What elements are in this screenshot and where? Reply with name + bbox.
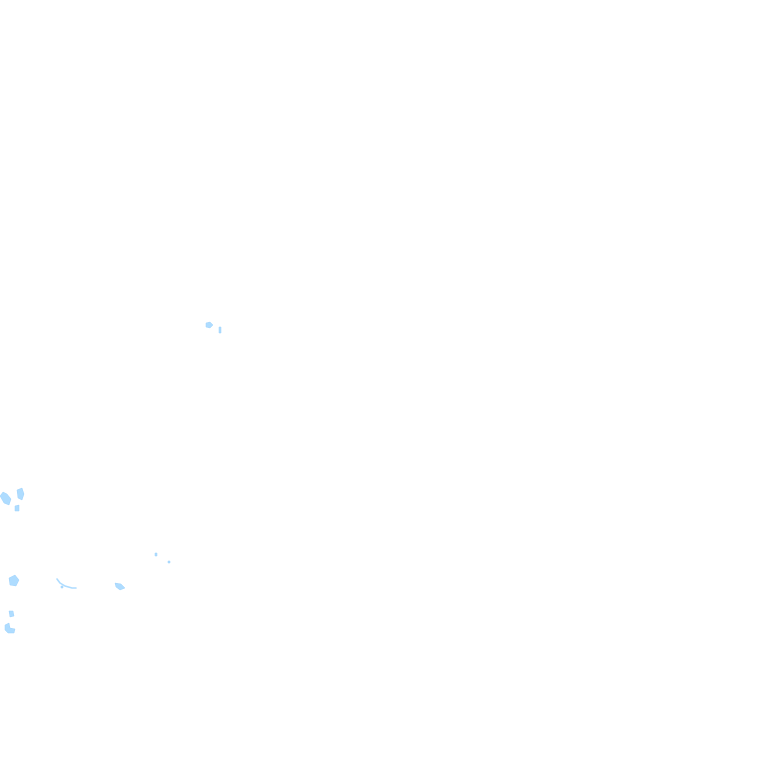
water-feature-pond [154, 552, 158, 557]
water-feature-pond [114, 582, 126, 591]
water-feature-pond [167, 560, 171, 564]
water-feature-pond [14, 504, 20, 512]
water-feature-pond [16, 487, 25, 501]
water-feature-pond [8, 574, 20, 587]
water-feature-pond [8, 610, 15, 618]
water-feature-pond [4, 622, 16, 634]
water-feature-pond [60, 585, 64, 589]
water-feature-pond [0, 491, 12, 506]
water-feature-pond [205, 321, 214, 329]
water-feature-stream [56, 578, 77, 589]
water-feature-pond [218, 326, 222, 334]
